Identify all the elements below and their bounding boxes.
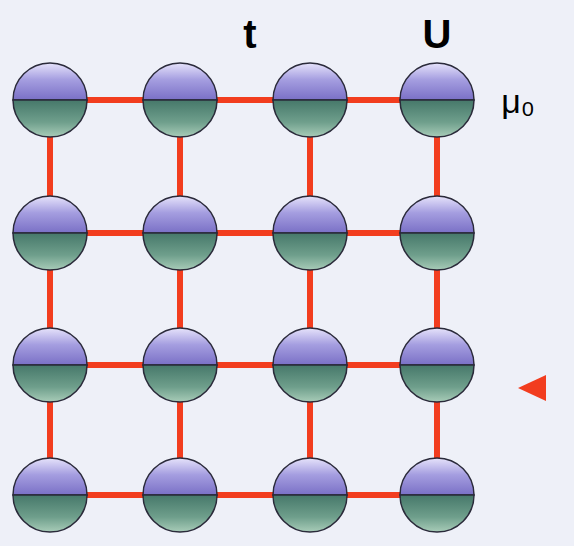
chemical-potential-label: μ₀: [501, 84, 535, 118]
interaction-label: U: [423, 14, 452, 54]
hopping-label: t: [243, 14, 256, 54]
lattice-sites: [13, 63, 474, 532]
pointer-triangle: [518, 375, 546, 401]
hopping-bonds: [50, 100, 437, 495]
